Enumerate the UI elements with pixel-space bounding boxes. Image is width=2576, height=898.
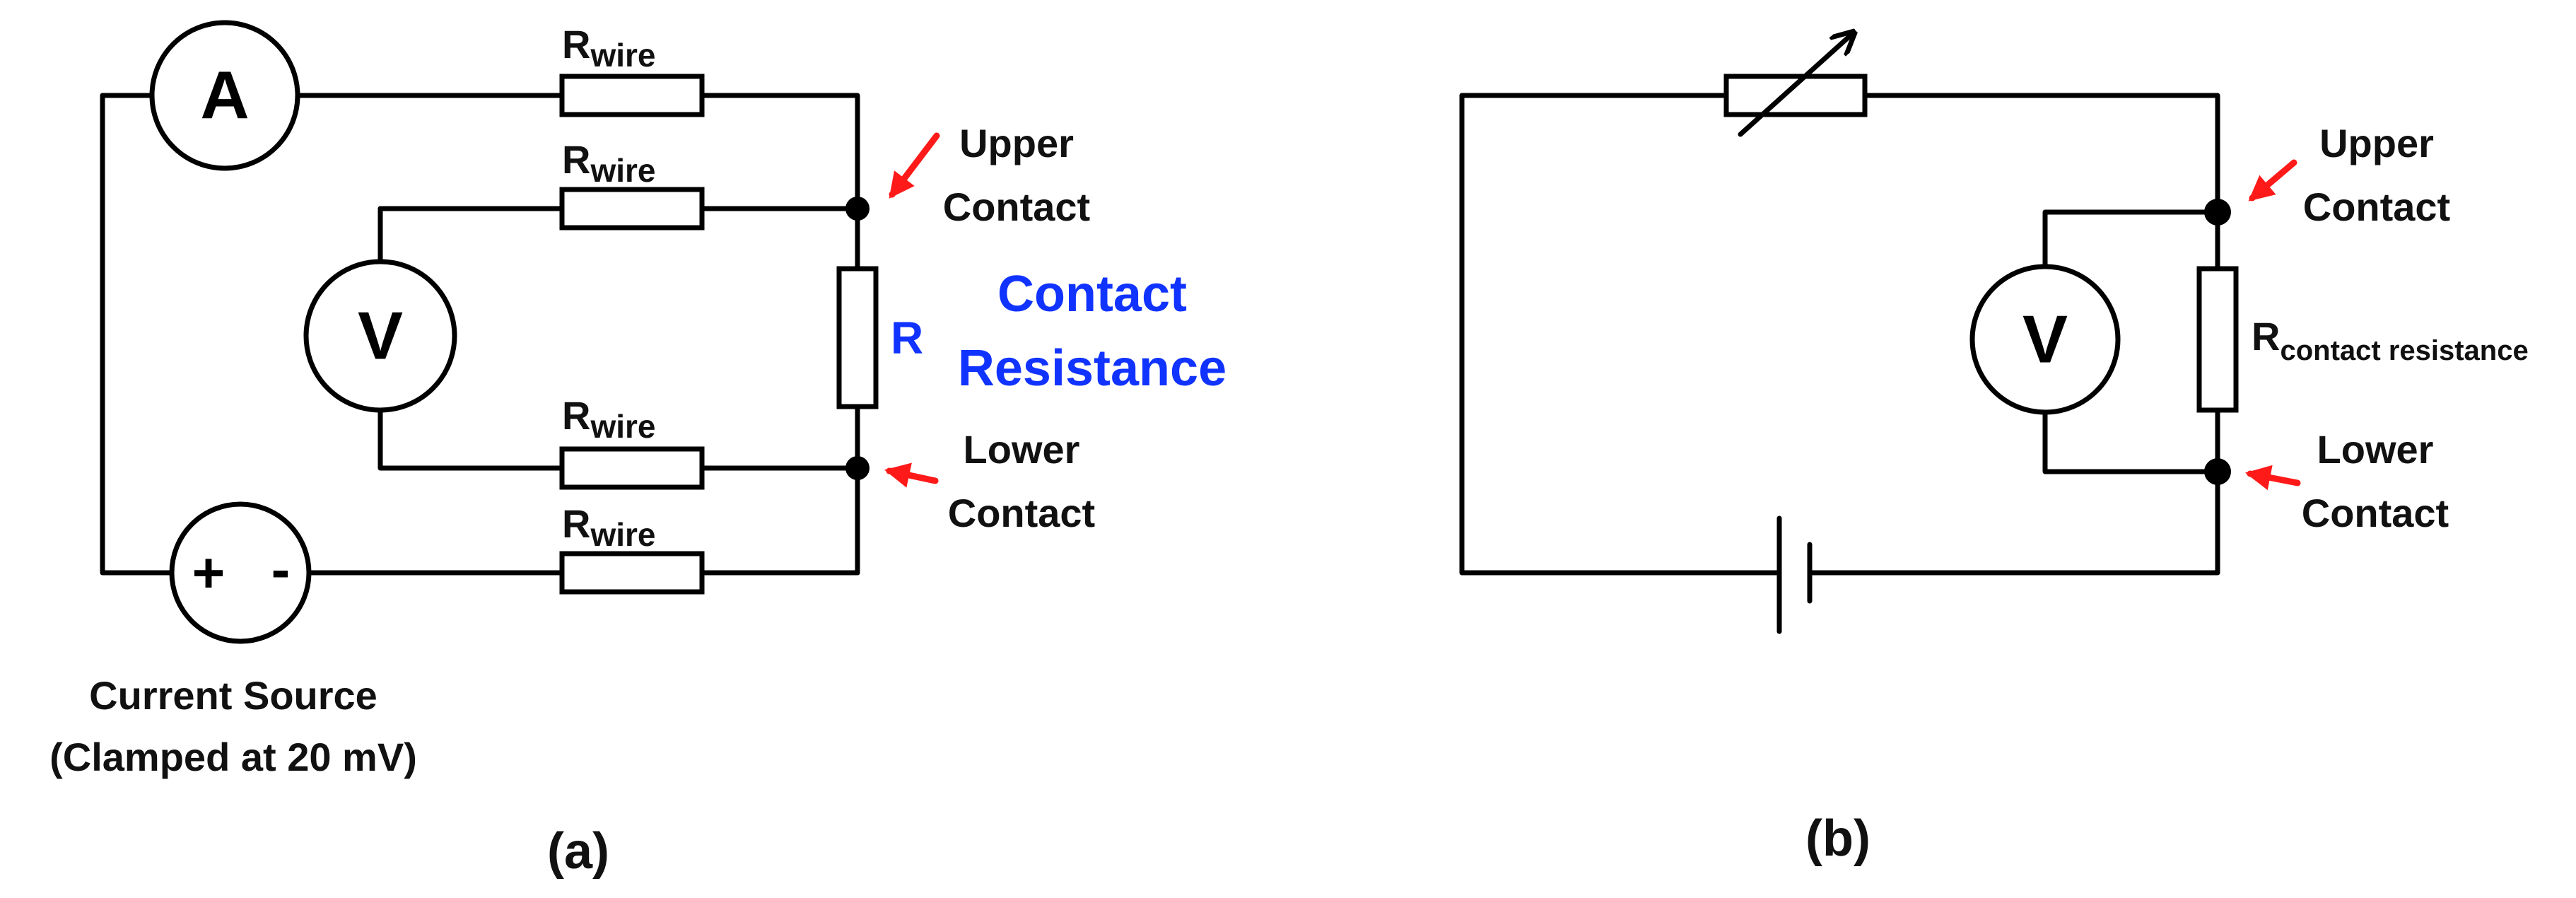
wire-resistor-3 (559, 446, 705, 490)
voltmeter-b: V (1969, 264, 2121, 415)
caption-a: (a) (547, 823, 609, 880)
lower-contact-label-a-line1: Lower (964, 427, 1080, 472)
wire-resistor-4 (559, 551, 705, 595)
caption-b: (b) (1805, 810, 1870, 867)
voltmeter-a: V (303, 259, 457, 413)
contact-resistance-line2: Resistance (958, 340, 1226, 397)
contact-resistance-line1: Contact (997, 266, 1187, 322)
wire-resistor-2-label: Rwire (562, 137, 656, 189)
upper-contact-label-b-line1: Upper (2319, 121, 2434, 165)
wire-resistor-1-label: Rwire (562, 22, 656, 74)
wire-resistor-1 (559, 74, 705, 117)
lower-contact-arrow-a (884, 462, 939, 488)
current-source: + - (169, 501, 312, 644)
upper-contact-dot-b (2204, 199, 2231, 226)
circuit-b: V Rcontact resistance Upper Contact Lowe… (1459, 34, 2529, 867)
voltmeter-a-symbol: V (358, 298, 403, 374)
upper-contact-arrow-b (2248, 159, 2297, 202)
lower-contact-label-b-line2: Contact (2302, 491, 2449, 535)
upper-contact-dot-a (845, 197, 870, 221)
current-source-label-line1: Current Source (89, 673, 377, 718)
voltmeter-b-symbol: V (2022, 302, 2068, 378)
battery (1776, 515, 1813, 634)
circuit-a-wires (100, 93, 860, 576)
wire-resistor-4-label: Rwire (562, 501, 656, 553)
lower-contact-dot-b (2204, 458, 2231, 485)
ammeter: A (149, 20, 300, 171)
upper-contact-label-a-line1: Upper (959, 121, 1074, 165)
ammeter-symbol: A (200, 58, 249, 134)
source-minus: - (271, 538, 291, 601)
lower-contact-label-a-line2: Contact (948, 491, 1095, 535)
lower-contact-dot-a (845, 456, 870, 480)
lower-contact-arrow-b (2244, 465, 2301, 491)
circuit-a: A V + - Rwire Rwire Rwire Rwire R Contac… (49, 20, 1226, 880)
sample-resistor-label: R (891, 313, 923, 363)
variable-resistor (1723, 34, 1868, 137)
upper-contact-label-a-line2: Contact (943, 185, 1090, 229)
wire-resistor-2 (559, 187, 705, 231)
sample-resistor (836, 266, 879, 409)
lower-contact-label-b-line1: Lower (2317, 427, 2434, 472)
upper-contact-arrow-a (889, 132, 940, 199)
source-plus: + (192, 542, 226, 605)
current-source-label-line2: (Clamped at 20 mV) (49, 735, 417, 779)
contact-resistor (2196, 266, 2239, 413)
contact-resistor-label: Rcontact resistance (2252, 314, 2529, 366)
wire-resistor-3-label: Rwire (562, 393, 656, 445)
upper-contact-label-b-line2: Contact (2303, 185, 2450, 229)
